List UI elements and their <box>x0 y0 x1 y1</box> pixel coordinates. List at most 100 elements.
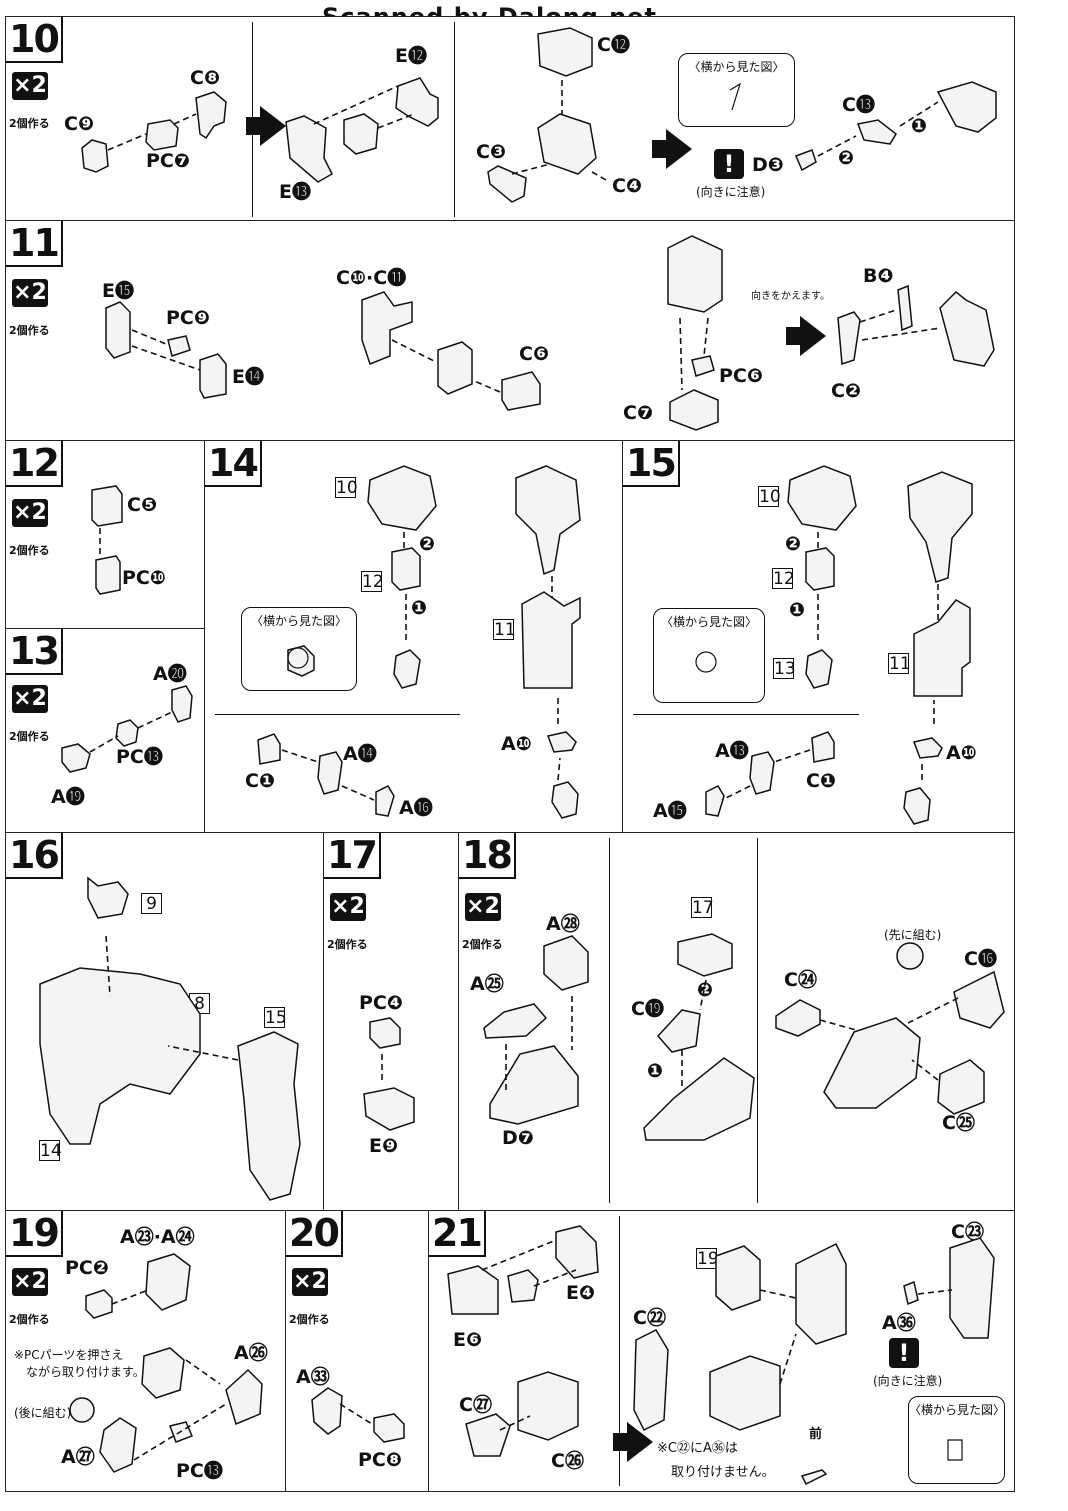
part-label: E❻ <box>453 1329 483 1351</box>
side-view-title: 〈横から見た図〉 <box>688 60 785 74</box>
step-18-panel: 18 ×2 2個作る A㉘ A㉕ D❼ 17 ❷ C⓳ ❶ (先に組む) C㉔ … <box>458 832 1015 1212</box>
x2-badge: ×2 <box>465 893 501 921</box>
part-label: PC❷ <box>65 1257 109 1279</box>
part-label: A㉖ <box>234 1342 268 1364</box>
caution-icon: ! <box>714 149 744 179</box>
assemble-first-note: (先に組む) <box>884 928 942 942</box>
part-drawing <box>363 1017 415 1131</box>
ref-box: 9 <box>141 893 162 914</box>
order-1: ❶ <box>411 597 428 619</box>
part-label: C❹ <box>612 175 643 197</box>
step-20-panel: 20 ×2 2個作る A㉝ PC❽ <box>285 1210 430 1492</box>
part-label: PC❾ <box>166 307 210 329</box>
x2-badge: ×2 <box>12 685 48 713</box>
step-arrow-icon <box>800 316 826 356</box>
make-two-label: 2個作る <box>327 938 368 951</box>
part-label: C❺ <box>127 494 158 516</box>
order-2: ❷ <box>419 533 436 555</box>
step-arrow <box>613 1433 629 1451</box>
part-drawing <box>483 933 1005 1141</box>
divider <box>454 22 455 217</box>
part-label: C❷ <box>831 380 862 402</box>
step-arrow-icon <box>666 129 692 169</box>
part-label: C㉗ <box>459 1394 492 1416</box>
step-number: 13 <box>6 629 63 675</box>
part-drawing <box>695 465 973 825</box>
step-arrow-icon <box>260 106 286 146</box>
step-arrow-icon <box>627 1422 653 1462</box>
part-label: C❻ <box>519 343 550 365</box>
step-number: 19 <box>6 1211 63 1257</box>
part-drawing <box>39 876 301 1201</box>
ref-box: 13 <box>773 658 796 679</box>
ref-box: 12 <box>772 568 795 589</box>
part-label: C⓰ <box>964 948 997 970</box>
x2-badge: ×2 <box>12 72 48 100</box>
order-1: ❶ <box>911 115 928 137</box>
divider <box>215 714 460 715</box>
part-label: C❾ <box>64 113 95 135</box>
part-label: E⓭ <box>279 181 311 203</box>
order-2: ❷ <box>785 533 802 555</box>
ref-box: 12 <box>361 571 384 592</box>
part-label: C㉒ <box>633 1307 666 1329</box>
pc-note-2: ながら取り付けます。 <box>26 1365 145 1379</box>
step-number: 14 <box>205 441 262 487</box>
side-view-title: 〈横から見た図〉 <box>660 615 757 629</box>
divider <box>633 714 859 715</box>
part-label: D❸ <box>752 154 784 176</box>
part-drawing <box>447 1225 995 1486</box>
ref-box: 15 <box>264 1007 287 1028</box>
step-number: 18 <box>459 833 516 879</box>
step-10-panel: 10 ×2 2個作る C❽ C❾ PC❼ E⓬ E⓭ C⓬ C❸ C❹ C⓭ D… <box>5 16 1015 222</box>
step-number: 12 <box>6 441 63 487</box>
step-19-panel: 19 ×2 2個作る A㉓·A㉔ PC❷ ※PCパーツを押さえ ながら取り付けま… <box>5 1210 287 1492</box>
make-two-label: 2個作る <box>9 1313 50 1326</box>
side-view-title: 〈横から見た図〉 <box>909 1403 1006 1417</box>
part-label: C⓬ <box>597 34 630 56</box>
part-label: PC⓭ <box>176 1460 223 1482</box>
part-label: A㉗ <box>61 1446 95 1468</box>
step-12-panel: 12 ×2 2個作る C❺ PC❿ <box>5 440 206 630</box>
step-arrow <box>652 140 668 158</box>
part-label: A⓭ <box>715 740 749 762</box>
make-two-label: 2個作る <box>289 1313 330 1326</box>
pc-note-1: ※PCパーツを押さえ <box>14 1348 124 1362</box>
step-number: 11 <box>6 221 63 267</box>
part-label: A㊱ <box>882 1312 916 1334</box>
step-13-panel: 13 ×2 2個作る A⓴ PC⓭ A⓳ <box>5 628 206 833</box>
ref-box: 19 <box>696 1248 719 1269</box>
part-label: C㉕ <box>942 1112 975 1134</box>
step-arrow <box>786 327 802 345</box>
step-17-panel: 17 ×2 2個作る PC❹ E❾ <box>323 832 460 1212</box>
side-view-title: 〈横から見た図〉 <box>250 614 347 628</box>
not-attach-note-2: 取り付けません。 <box>671 1465 775 1480</box>
order-1: ❶ <box>647 1060 664 1082</box>
part-label: E⓯ <box>102 280 134 302</box>
x2-badge: ×2 <box>12 1268 48 1296</box>
part-label: C❸ <box>476 141 507 163</box>
part-label: C⓭ <box>842 94 875 116</box>
divider <box>619 1216 620 1486</box>
part-label: E❹ <box>566 1282 596 1304</box>
order-1: ❶ <box>789 599 806 621</box>
part-label: A❿ <box>501 733 532 755</box>
part-label: A㉓·A㉔ <box>120 1226 195 1248</box>
part-label: C❼ <box>623 402 654 424</box>
step-number: 10 <box>6 17 63 63</box>
step-number: 21 <box>429 1211 486 1257</box>
caution-note: (向きに注意) <box>873 1374 943 1388</box>
part-label: A㉘ <box>546 913 580 935</box>
part-label: PC⓭ <box>116 746 163 768</box>
x2-badge: ×2 <box>292 1268 328 1296</box>
part-drawing <box>81 27 997 203</box>
ref-box: 14 <box>39 1140 62 1161</box>
part-label: PC❽ <box>358 1449 402 1471</box>
front-label: 前 <box>809 1427 823 1442</box>
make-two-label: 2個作る <box>9 544 50 557</box>
assemble-later-note: (後に組む) <box>14 1406 72 1420</box>
divider <box>609 838 610 1203</box>
ref-box: 17 <box>691 897 714 918</box>
part-label: D❼ <box>502 1127 534 1149</box>
